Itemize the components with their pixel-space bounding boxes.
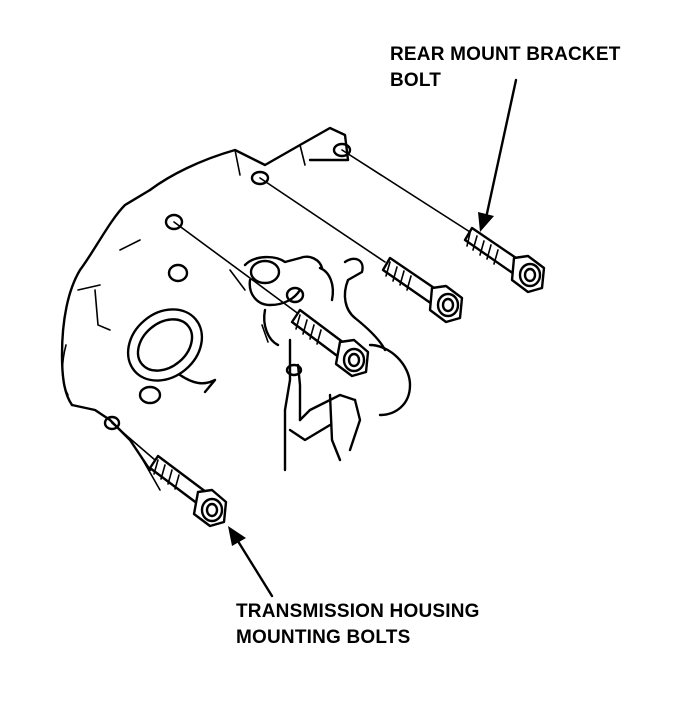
rear-label-line1: REAR MOUNT BRACKET — [390, 44, 621, 65]
rear-label-line2: BOLT — [390, 70, 442, 91]
trans-label-line2: MOUNTING BOLTS — [236, 627, 411, 648]
transmission-bolt-pointer-arrow — [228, 526, 274, 598]
rear-mount-bracket-bolt — [463, 226, 546, 294]
transmission-housing — [60, 126, 412, 491]
bolt-axis-lines — [111, 149, 471, 461]
transmission-housing-mounting-bolt — [148, 454, 228, 528]
rear-bolt-pointer-arrow — [478, 78, 518, 232]
transmission-housing-mounting-bolts-label: TRANSMISSION HOUSING MOUNTING BOLTS — [236, 599, 480, 651]
middle-bolt — [381, 256, 464, 324]
trans-label-line1: TRANSMISSION HOUSING — [236, 601, 480, 622]
lower-middle-bolt — [290, 308, 370, 378]
rear-mount-bracket-bolt-label: REAR MOUNT BRACKET BOLT — [390, 42, 621, 94]
